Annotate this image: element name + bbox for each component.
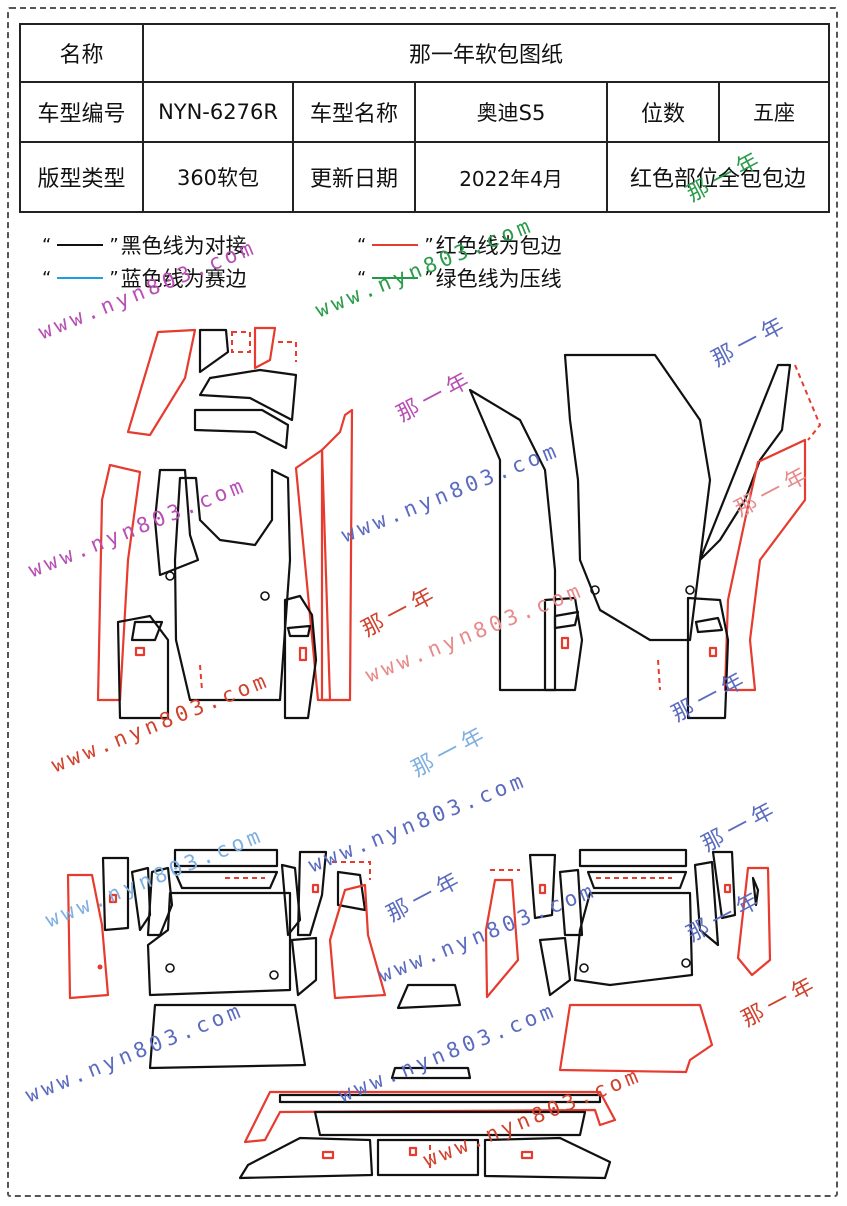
pattern-sheet-border — [7, 7, 838, 1197]
center-tunnel-pattern — [390, 983, 472, 1080]
spec-table: 名称 那一年软包图纸 车型编号 NYN-6276R 车型名称 奥迪S5 位数 五… — [19, 23, 830, 213]
legend-label: 红色线为包边 — [435, 234, 562, 258]
model-name-label: 车型名称 — [292, 81, 416, 143]
legend-label: 绿色线为压线 — [435, 267, 562, 291]
legend-label: 蓝色线为赛边 — [120, 267, 247, 291]
update-date-label: 更新日期 — [292, 141, 416, 213]
pattern-type-label: 版型类型 — [19, 141, 144, 213]
wrap-note: 红色部位全包包边 — [606, 141, 830, 213]
model-name-value: 奥迪S5 — [414, 81, 608, 143]
legend-label: 黑色线为对接 — [120, 234, 247, 258]
red-line-swatch — [372, 244, 419, 246]
model-code-label: 车型编号 — [19, 81, 144, 143]
update-date-value: 2022年4月 — [414, 141, 608, 213]
pattern-type-value: 360软包 — [142, 141, 294, 213]
blue-line-swatch — [57, 277, 104, 279]
green-line-swatch — [372, 277, 419, 279]
legend-black: “ ” 黑色线为对接 — [42, 230, 247, 260]
legend-blue: “ ” 蓝色线为赛边 — [42, 263, 247, 293]
model-code-value: NYN-6276R — [142, 81, 294, 143]
legend-green: “ ” 绿色线为压线 — [357, 263, 562, 293]
left-rear-floor-pattern — [66, 848, 387, 1000]
left-front-floor-pattern — [96, 326, 354, 720]
legend-red: “ ” 红色线为包边 — [357, 230, 562, 260]
black-line-swatch — [57, 244, 104, 246]
right-front-floor-pattern — [468, 353, 822, 720]
drawing-name: 那一年软包图纸 — [142, 23, 830, 83]
right-rear-floor-pattern — [484, 848, 772, 999]
seats-value: 五座 — [718, 81, 830, 143]
rear-seat-patterns — [148, 1003, 714, 1180]
seats-label: 位数 — [606, 81, 720, 143]
name-label: 名称 — [19, 23, 144, 83]
